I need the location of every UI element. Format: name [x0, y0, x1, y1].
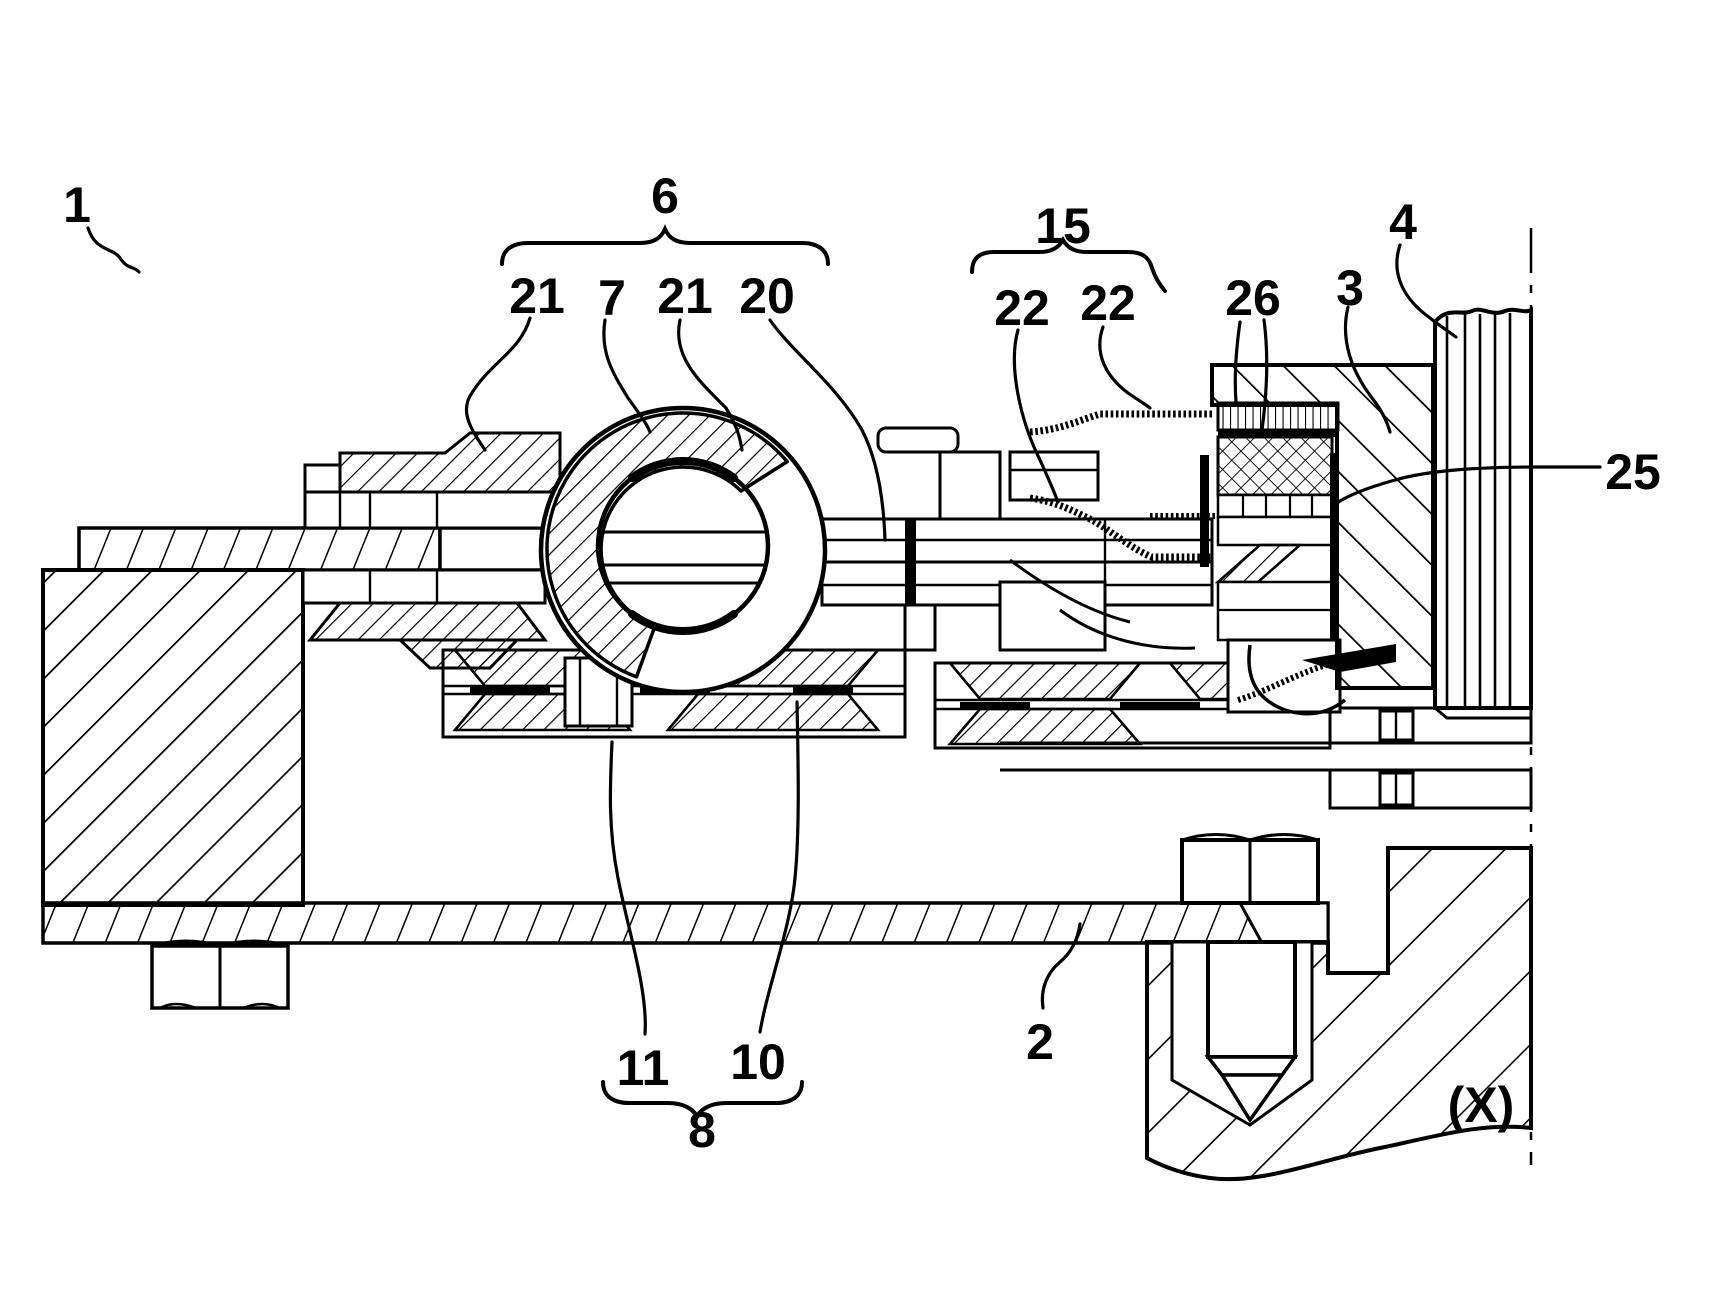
- braces: [500, 224, 1167, 1120]
- ref-label-4: 4: [1389, 194, 1417, 250]
- membrane-seals: [1029, 410, 1212, 561]
- leader-21b: [677, 318, 744, 452]
- leader-20: [768, 318, 887, 542]
- right-bolt: [1180, 833, 1320, 1124]
- leader-22a: [1012, 328, 1060, 504]
- left-bolt: [150, 939, 290, 1010]
- ref-label-3: 3: [1336, 260, 1364, 316]
- leader-11: [608, 740, 647, 1036]
- brace-15: [970, 235, 1167, 293]
- ref-label-7: 7: [598, 270, 626, 326]
- ref-label-15: 15: [1035, 198, 1091, 254]
- shaft-plate: [77, 526, 552, 572]
- lower-rail-assembly: [441, 580, 1533, 810]
- ref-label-20: 20: [739, 268, 795, 324]
- ref-label-21b: 21: [657, 268, 713, 324]
- ref-label-X: (X): [1448, 1077, 1515, 1133]
- left-support-block: [41, 568, 305, 907]
- leader-7: [602, 318, 652, 434]
- ref-label-11: 11: [617, 1040, 670, 1096]
- ref-label-22b: 22: [1080, 275, 1136, 331]
- leader-3: [1343, 305, 1392, 434]
- leader-10: [758, 700, 800, 1034]
- leader-21a: [464, 316, 532, 452]
- ref-label-21a: 21: [509, 268, 565, 324]
- ref-label-8: 8: [688, 1102, 716, 1158]
- brace-8: [601, 1080, 804, 1120]
- leader-2: [1040, 922, 1082, 1010]
- ref-label-10: 10: [730, 1034, 786, 1090]
- leader-26a: [1233, 320, 1242, 404]
- ref-label-26: 26: [1225, 270, 1281, 326]
- ring-and-clip: [538, 405, 828, 695]
- base-plate: [41, 901, 1330, 945]
- ribbed-strip-4: [1433, 306, 1533, 720]
- right-shaft-plates: [820, 426, 1214, 652]
- leader-lines: [86, 226, 1602, 1036]
- reference-numerals: 1 6 21 7 21 20 15 22 22 26 3 4 25 2 11 1…: [63, 168, 1661, 1158]
- leader-22b: [1098, 325, 1152, 410]
- leader-26b: [1260, 318, 1269, 432]
- lower-nut-stack: [301, 568, 549, 670]
- ref-label-1: 1: [63, 177, 91, 233]
- leader-1: [86, 226, 141, 274]
- brace-6: [500, 224, 830, 266]
- ref-label-2: 2: [1026, 1014, 1054, 1070]
- upper-nut-stack: [303, 431, 562, 530]
- leader-4: [1395, 243, 1458, 339]
- splined-sleeve-26: [1150, 401, 1396, 716]
- ref-label-6: 6: [651, 168, 679, 224]
- ref-label-22a: 22: [994, 280, 1050, 336]
- leader-25: [1335, 465, 1602, 505]
- ref-label-25: 25: [1605, 444, 1661, 500]
